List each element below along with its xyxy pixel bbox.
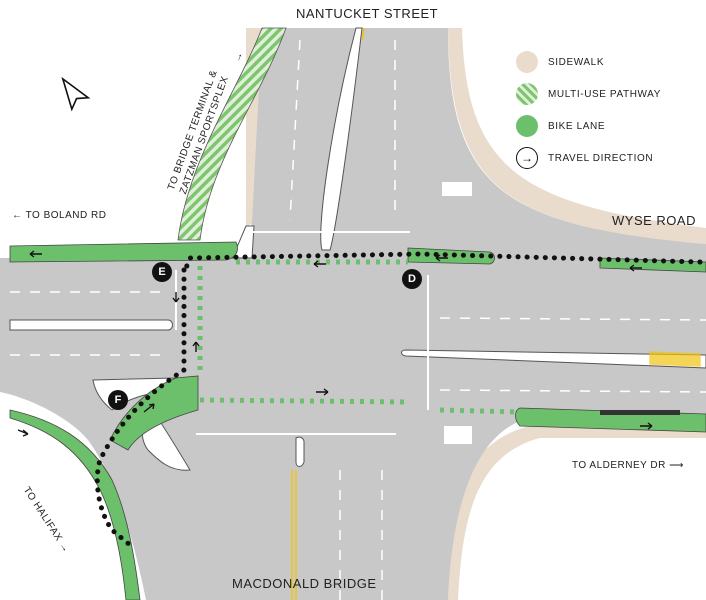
legend-label: BIKE LANE [548, 120, 606, 132]
marker-d: D [402, 269, 422, 289]
yellow-lines [291, 27, 701, 600]
legend-item-pathway: MULTI-USE PATHWAY [516, 78, 661, 110]
legend-item-sidewalk: SIDEWALK [516, 46, 661, 78]
crosswalk-se [444, 426, 472, 444]
street-label-north: NANTUCKET STREET [296, 6, 439, 21]
pathway-swatch-icon [516, 83, 538, 105]
west-median [9, 319, 173, 331]
legend-label: TRAVEL DIRECTION [548, 152, 654, 164]
legend-item-direction: → TRAVEL DIRECTION [516, 142, 661, 174]
direction-arrows [17, 250, 653, 437]
bike-lane-d [407, 247, 495, 265]
destination-east: TO ALDERNEY DR ⟶ [572, 460, 684, 471]
direction-arrow-icon: → [516, 147, 538, 169]
bike-lane-f [109, 375, 199, 451]
sidewalk-ne [448, 28, 706, 244]
north-median [320, 27, 363, 251]
bike-lane-west [9, 241, 238, 263]
bike-crossings [197, 256, 521, 415]
destination-west: ← TO BOLAND RD [12, 210, 107, 221]
legend: SIDEWALK MULTI-USE PATHWAY BIKE LANE → T… [516, 46, 661, 174]
bus-strip [600, 410, 680, 415]
east-median [401, 349, 706, 369]
travel-route [94, 251, 703, 548]
legend-label: SIDEWALK [548, 56, 605, 68]
street-label-east: WYSE ROAD [612, 213, 696, 228]
medians [9, 27, 706, 471]
crosswalk-ne [442, 182, 472, 196]
legend-item-bike-lane: BIKE LANE [516, 110, 661, 142]
north-arrow-icon [61, 76, 91, 112]
sidewalk-swatch-icon [516, 51, 538, 73]
crosswalks [442, 182, 472, 444]
bike-lane-swatch-icon [516, 115, 538, 137]
south-median [295, 436, 305, 467]
lane-markings [10, 39, 706, 600]
legend-label: MULTI-USE PATHWAY [548, 88, 661, 100]
multi-use-pathway [177, 27, 287, 241]
marker-f: F [108, 390, 128, 410]
marker-e: E [152, 262, 172, 282]
street-label-south: MACDONALD BRIDGE [232, 576, 377, 591]
